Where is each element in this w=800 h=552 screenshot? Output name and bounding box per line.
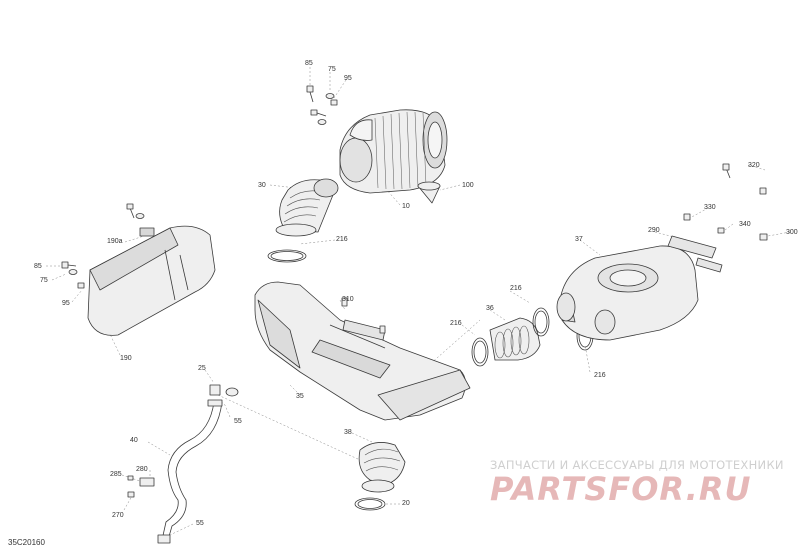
callout-10: 10 [402,203,410,210]
clamp-216-mid-right [532,307,550,337]
clamp-280 [139,477,155,487]
callout-300: 300 [786,229,798,236]
callout-75-left: 75 [40,277,48,284]
coupler-36 [489,317,541,361]
callout-285: 285 [110,471,122,478]
clamp-216-mid-left [471,337,489,367]
watermark-tagline: ЗАПЧАСТИ И АКСЕССУАРЫ ДЛЯ МОТОТЕХНИКИ [490,458,784,472]
fitting-25 [209,384,239,397]
callout-36: 36 [486,305,494,312]
callout-330: 330 [704,204,716,211]
callout-290: 290 [648,227,660,234]
callout-280: 280 [136,466,148,473]
callout-100: 100 [462,182,474,189]
callout-40: 40 [130,437,138,444]
resonator-190 [87,225,216,336]
bolt-top-2 [310,109,327,117]
callout-270: 270 [112,512,124,519]
nut-95-top [330,99,338,106]
callout-216-mid: 216 [510,285,522,292]
washer-top-2 [317,119,327,125]
air-filter-housing [339,109,448,194]
bolt-190a [126,203,145,219]
callout-190a: 190a [107,238,123,245]
drain-hose-40 [161,401,223,541]
bolt-85-top [306,85,314,103]
callout-320: 320 [748,162,760,169]
clamp-216-top [267,249,307,263]
intake-silencer-37 [556,245,699,341]
nut-270 [127,491,135,498]
nut-340 [717,227,725,234]
callout-85-top: 85 [305,60,313,67]
callout-75-top: 75 [328,66,336,73]
callout-55-bottom: 55 [196,520,204,527]
callout-216-top: 216 [336,236,348,243]
clamp-55-top [207,399,223,407]
callout-216-right: 216 [594,372,606,379]
callout-38: 38 [344,429,352,436]
air-duct-35 [254,281,471,421]
callout-95-left: 95 [62,300,70,307]
bolt-330 [683,213,691,221]
clamp-55-bottom [157,534,171,544]
callout-216-left: 216 [450,320,462,327]
filter-cap-100 [417,181,441,204]
washer-75-left [68,269,78,275]
lower-boot-38 [358,442,406,493]
callout-190: 190 [120,355,132,362]
callout-20: 20 [402,500,410,507]
callout-85-left: 85 [34,263,42,270]
callout-310: 310 [342,296,354,303]
bolt-285 [127,475,134,481]
callout-30: 30 [258,182,266,189]
bolt-320 [722,163,767,195]
bracket-290 [667,235,723,273]
callout-37: 37 [575,236,583,243]
callout-25: 25 [198,365,206,372]
nut-95-left [77,282,85,289]
bolt-300 [759,233,768,241]
callout-35: 35 [296,393,304,400]
callout-55-top: 55 [234,418,242,425]
bracket-310 [341,297,386,341]
washer-75-top [325,93,335,99]
callout-340: 340 [739,221,751,228]
bolt-85-left [61,261,77,269]
clamp-20 [354,497,386,511]
diagram-reference-code: 35C20160 [8,538,45,547]
intake-boot-30 [275,178,339,237]
callout-95-top: 95 [344,75,352,82]
watermark-logo: PARTSFOR.RU [490,470,752,508]
